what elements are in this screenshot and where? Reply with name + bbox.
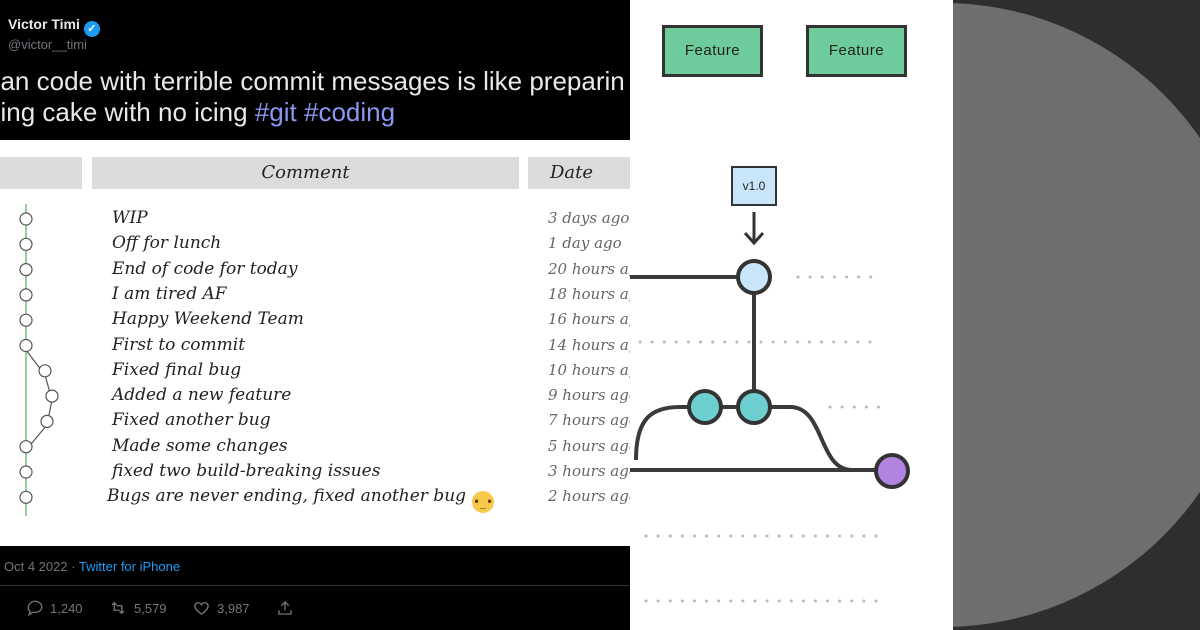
verified-badge-icon: ✓ — [83, 21, 100, 37]
decorative-panel — [953, 0, 1200, 630]
commit-row: Bugs are never ending, fixed another bug… — [107, 486, 495, 514]
tweet-date: Oct 4 2022 · — [4, 559, 79, 574]
retweet-count: 5,579 — [134, 601, 167, 616]
commit-node — [19, 313, 33, 327]
tweet-text-line-2: ding cake with no icing #git #coding — [0, 97, 630, 128]
branch-lines — [630, 275, 892, 472]
branch-commit-1 — [687, 389, 723, 425]
commit-message: Fixed another bug — [112, 410, 271, 431]
commit-node — [38, 364, 52, 378]
commit-row: Fixed another bug — [112, 410, 271, 430]
commit-message: WIP — [112, 208, 148, 228]
commit-node — [19, 440, 33, 454]
commit-date: 9 hours ago — [548, 386, 630, 405]
commit-date: 1 day ago — [548, 234, 622, 253]
commit-message: fixed two build-breaking issues — [112, 461, 381, 481]
tweet-source-link[interactable]: Twitter for iPhone — [78, 559, 181, 574]
commit-node — [19, 263, 33, 277]
unamused-face-emoji: •_• — [472, 491, 495, 514]
author-name[interactable]: Victor Timi✓ — [8, 16, 100, 37]
tweet-image[interactable] — [0, 140, 630, 546]
commit-row: Off for lunch — [112, 233, 221, 253]
date-column-header: Date — [528, 157, 630, 189]
head-commit — [874, 453, 910, 489]
commit-node — [19, 465, 33, 479]
commit-date: 14 hours ago — [548, 335, 630, 354]
tweet-card: Victor Timi✓ @victor__timi ean code with… — [0, 16, 630, 617]
comment-column-header: Comment — [92, 157, 519, 189]
reply-button[interactable]: 1,240 — [26, 599, 83, 617]
retweet-icon — [111, 601, 125, 615]
reply-count: 1,240 — [50, 601, 83, 616]
heart-icon — [194, 602, 209, 615]
commit-node — [45, 389, 59, 403]
commit-message: End of code for today — [112, 258, 298, 279]
commit-message: Made some changes — [112, 435, 288, 456]
commit-date: 20 hours ago — [548, 259, 630, 278]
commit-graph — [19, 204, 59, 516]
commit-row: Added a new feature — [112, 385, 291, 405]
commit-row: I am tired AF — [112, 284, 227, 304]
reply-icon — [27, 600, 43, 617]
commit-message: Added a new feature — [112, 385, 292, 406]
commit-row: Happy Weekend Team — [112, 309, 304, 329]
commit-date: 3 hours ago — [548, 462, 630, 480]
tweet-meta: Oct 4 2022 · Twitter for iPhone — [4, 559, 180, 574]
commit-nodes — [19, 212, 59, 504]
arrow-down-icon — [743, 212, 765, 246]
version-tag: v1.0 — [731, 166, 777, 206]
commit-date: 10 hours ago — [548, 360, 630, 379]
commit-date: 16 hours ago — [548, 310, 630, 329]
commit-date: 2 hours ago — [548, 487, 630, 506]
commit-message: I am tired AF — [112, 283, 227, 304]
commit-node — [19, 490, 33, 504]
commit-node — [19, 237, 33, 251]
author-name-text[interactable]: Victor Timi — [8, 16, 80, 32]
commit-node — [19, 338, 33, 353]
commit-row: Made some changes — [112, 436, 288, 456]
graph-column-header — [0, 157, 82, 189]
tagged-commit — [736, 259, 772, 295]
commit-row: WIP — [112, 208, 148, 228]
dotted-guides — [638, 275, 882, 603]
decorative-circle — [953, 3, 1200, 627]
commit-message: Off for lunch — [112, 233, 222, 254]
hashtag-coding[interactable]: #coding — [303, 97, 396, 127]
commit-date: 18 hours ago — [548, 284, 630, 303]
commit-date: 3 days ago — [548, 209, 630, 227]
commit-node — [19, 212, 33, 226]
like-button[interactable]: 3,987 — [192, 599, 250, 617]
commit-date: 7 hours ago — [548, 411, 630, 430]
tweet-text-line-1: ean code with terrible commit messages i… — [0, 66, 625, 96]
commit-message: Bugs are never ending, fixed another bug — [107, 486, 467, 507]
like-count: 3,987 — [217, 601, 250, 616]
commit-row: fixed two build-breaking issues — [112, 461, 380, 481]
commit-row: End of code for today — [112, 259, 297, 279]
share-icon — [278, 601, 292, 615]
tweet-text: ean code with terrible commit messages i… — [0, 66, 630, 128]
divider — [0, 585, 630, 586]
hashtag-git[interactable]: #git — [254, 97, 297, 127]
commit-message: First to commit — [112, 334, 246, 355]
commit-row: First to commit — [112, 335, 245, 355]
branch-commit-2 — [736, 389, 772, 425]
share-button[interactable] — [276, 599, 300, 617]
feature-box-2: Feature — [806, 25, 907, 77]
author-handle[interactable]: @victor__timi — [8, 37, 87, 52]
commit-node — [19, 288, 33, 302]
commit-date: 5 hours ago — [548, 436, 630, 455]
git-branch-diagram: Feature Feature v1.0 — [630, 0, 953, 630]
feature-branch-path — [634, 405, 892, 472]
commit-message: Fixed final bug — [112, 359, 242, 380]
retweet-button[interactable]: 5,579 — [108, 599, 167, 617]
feature-box-1: Feature — [662, 25, 763, 77]
branch-graph — [630, 212, 910, 603]
commit-message: Happy Weekend Team — [112, 309, 304, 330]
tweet-text-line-2-body: ding cake with no icing — [0, 97, 255, 127]
grey-disc — [953, 3, 1200, 627]
commit-row: Fixed final bug — [112, 360, 241, 380]
commit-node — [40, 414, 54, 428]
